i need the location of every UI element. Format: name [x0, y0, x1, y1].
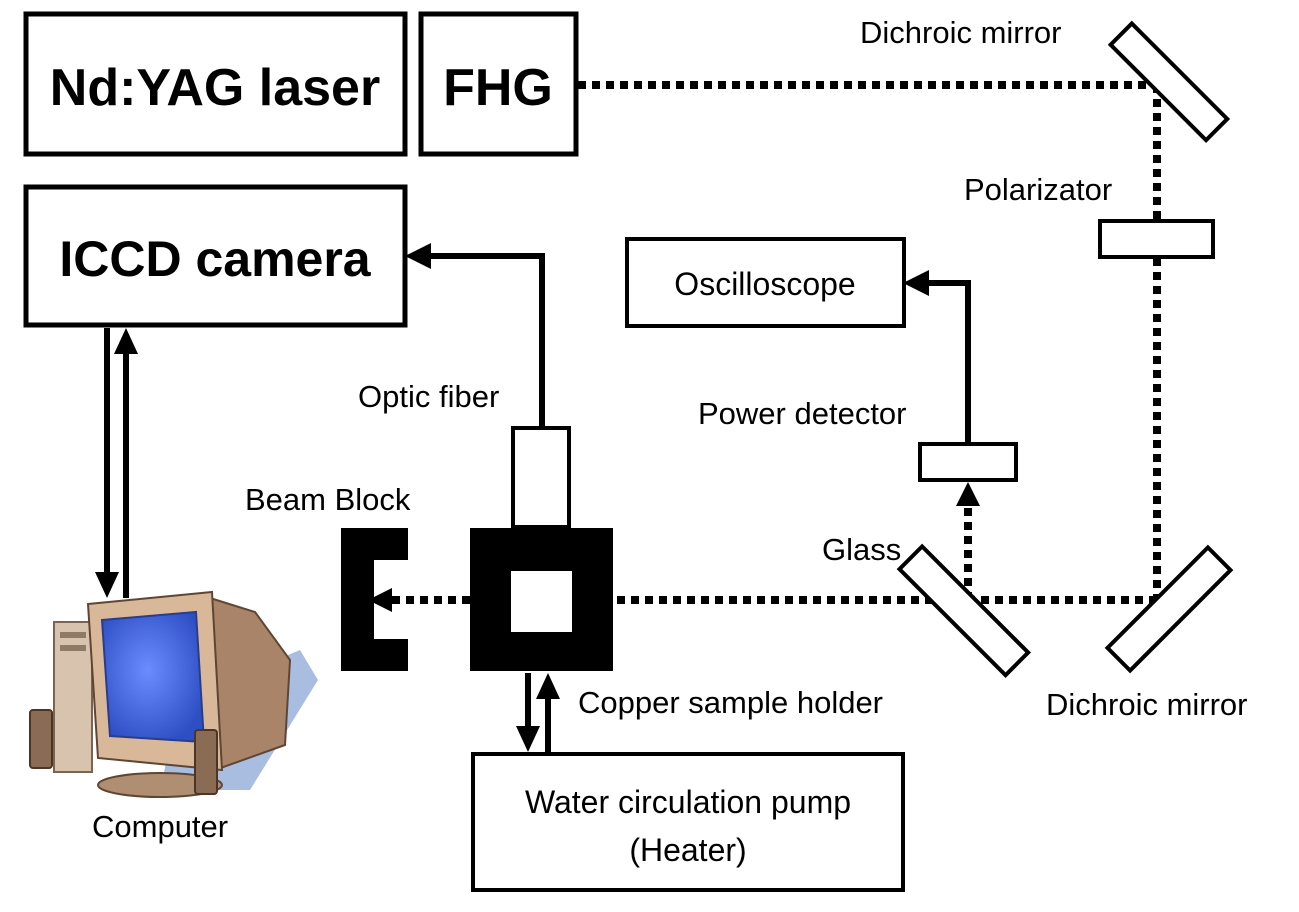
arrowhead-to-computer [95, 572, 119, 598]
glass-plate [896, 543, 1032, 679]
detector-to-oscilloscope-line [928, 280, 971, 442]
oscilloscope-label: Oscilloscope [674, 266, 855, 302]
dichroic-mirror-bottom-label: Dichroic mirror [1046, 687, 1248, 722]
dichroic-mirror-top-label: Dichroic mirror [860, 15, 1062, 50]
laser-beam-path [390, 81, 1161, 604]
dichroic-mirror-bottom [1104, 544, 1234, 674]
copper-sample-holder-element [470, 528, 613, 671]
arrowhead-to-oscilloscope [903, 270, 929, 296]
optic-fiber-coupler [511, 426, 571, 529]
arrowhead-to-holder [536, 673, 560, 699]
copper-sample-holder-label: Copper sample holder [578, 685, 883, 720]
beam-block-element [341, 528, 408, 671]
glass-label: Glass [822, 532, 901, 567]
signal-lines [104, 253, 971, 752]
fhg-label: FHG [443, 59, 553, 117]
polarizator-label: Polarizator [964, 172, 1112, 207]
oscilloscope-box: Oscilloscope [625, 237, 906, 328]
beam-arrowhead-to-block [368, 588, 392, 612]
iccd-camera-label: ICCD camera [59, 231, 371, 287]
power-detector-label: Power detector [698, 396, 907, 431]
beam-arrowhead-to-detector [956, 482, 980, 506]
power-detector-element [918, 442, 1018, 482]
water-pump-label-line2: (Heater) [629, 832, 746, 868]
optic-fiber-line [430, 253, 545, 426]
fhg-box: FHG [418, 11, 579, 157]
polarizator-element [1098, 219, 1215, 259]
computer-icon [29, 590, 318, 798]
beam-block-label: Beam Block [245, 482, 411, 517]
dichroic-mirror-top [1107, 20, 1231, 144]
computer-label: Computer [92, 809, 228, 844]
arrowhead-to-iccd [405, 243, 431, 269]
arrowhead-to-pump [516, 726, 540, 752]
nd-yag-laser-label: Nd:YAG laser [50, 59, 380, 117]
water-pump-label-line1: Water circulation pump [525, 784, 851, 820]
arrowhead-to-iccd-from-computer [114, 328, 138, 354]
nd-yag-laser-box: Nd:YAG laser [23, 11, 408, 157]
water-pump-box: Water circulation pump (Heater) [471, 752, 905, 892]
iccd-camera-box: ICCD camera [23, 184, 408, 328]
optic-fiber-label: Optic fiber [358, 379, 499, 414]
